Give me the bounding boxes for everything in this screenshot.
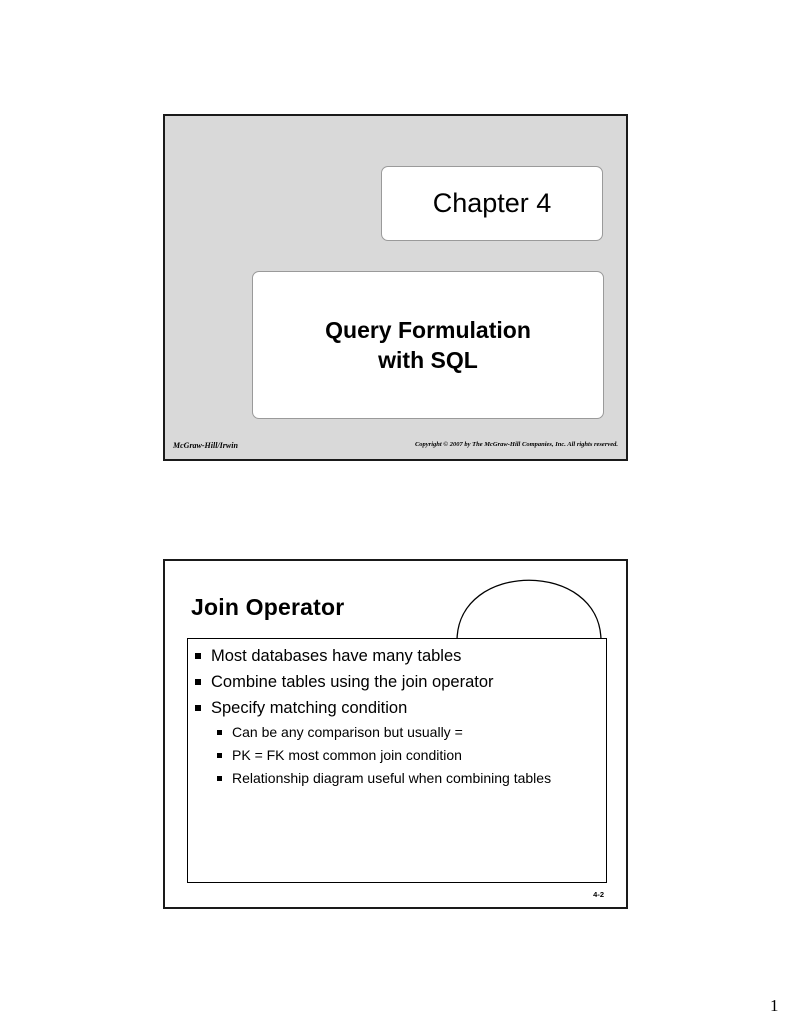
bullet-icon <box>217 730 222 735</box>
title-box: Query Formulation with SQL <box>252 271 604 419</box>
publisher-footer: McGraw-Hill/Irwin <box>173 441 238 450</box>
bullet-icon <box>195 679 201 685</box>
slide-title-line-2: with SQL <box>378 347 478 373</box>
list-item: Specify matching condition <box>193 695 603 721</box>
bullet-icon <box>195 705 201 711</box>
bullet-icon <box>195 653 201 659</box>
chapter-box: Chapter 4 <box>381 166 603 241</box>
slide-title: Join Operator <box>191 594 345 620</box>
slide-number: 4-2 <box>593 890 604 899</box>
copyright-footer: Copyright © 2007 by The McGraw-Hill Comp… <box>414 441 618 448</box>
page-number: 1 <box>770 996 779 1015</box>
slide-2: Join Operator Most databases have many t… <box>163 559 628 909</box>
sub-list-item: PK = FK most common join condition <box>193 744 603 767</box>
bullet-icon <box>217 776 222 781</box>
bullet-list: Most databases have many tables Combine … <box>193 643 603 790</box>
slide-title-line-1: Query Formulation <box>325 317 531 343</box>
decorative-arc <box>456 579 602 642</box>
sub-list-item: Relationship diagram useful when combini… <box>193 767 603 790</box>
list-item: Combine tables using the join operator <box>193 669 603 695</box>
slide-1: Chapter 4 Query Formulation with SQL McG… <box>163 114 628 461</box>
chapter-label: Chapter 4 <box>432 188 552 218</box>
bullet-icon <box>217 753 222 758</box>
sub-list-item: Can be any comparison but usually = <box>193 721 603 744</box>
content-frame <box>187 638 607 883</box>
list-item: Most databases have many tables <box>193 643 603 669</box>
